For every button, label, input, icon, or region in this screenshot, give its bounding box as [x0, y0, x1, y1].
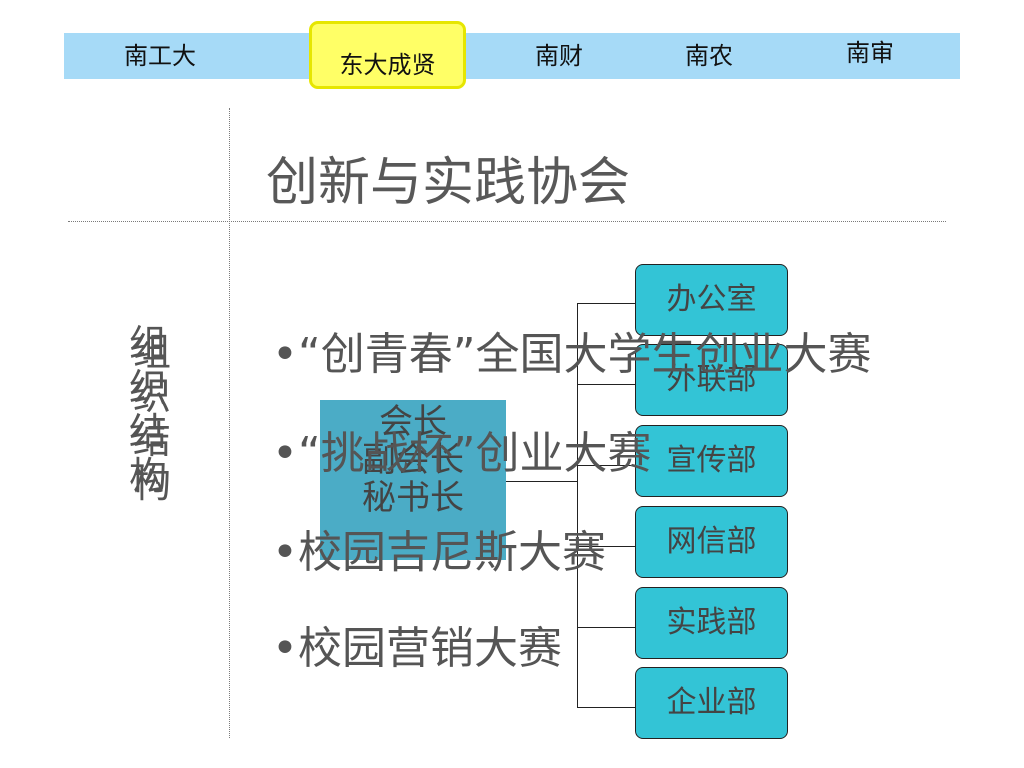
tab-nanshen[interactable]: 南审	[846, 39, 894, 67]
page-title: 创新与实践协会	[266, 153, 631, 213]
leadership-box	[320, 400, 506, 560]
tab-nancai[interactable]: 南财	[535, 42, 583, 70]
tab-dongda-chengxian[interactable]: 东大成贤	[309, 21, 466, 89]
leadership-titles: 会长 副会长 秘书长	[362, 402, 464, 518]
connector-branch	[577, 384, 635, 385]
connector-spine	[577, 303, 578, 707]
dept-network-info: 网信部	[635, 506, 788, 578]
bullet-item: •“挑战杯”创业大赛	[272, 428, 652, 479]
dept-publicity: 宣传部	[635, 425, 788, 497]
dept-external-relations: 外联部	[635, 344, 788, 416]
top-nav-bar: 南工大 东大成贤 南财 南农 南审	[64, 21, 960, 89]
bullet-item: •“创青春”全国大学生创业大赛	[272, 329, 872, 380]
connector-branch	[577, 546, 635, 547]
horizontal-divider	[68, 221, 946, 222]
connector-branch	[577, 303, 635, 304]
side-label-column-2: 组 织 结 构	[132, 330, 171, 506]
bullet-item: •校园吉尼斯大赛	[272, 527, 606, 578]
vertical-divider	[229, 108, 230, 738]
connector-branch	[577, 707, 635, 708]
connector-branch	[577, 465, 635, 466]
dept-enterprise: 企业部	[635, 667, 788, 739]
dept-office: 办公室	[635, 264, 788, 336]
connector-main	[506, 481, 578, 482]
dept-practice: 实践部	[635, 587, 788, 659]
connector-branch	[577, 627, 635, 628]
bullet-item: •校园营销大赛	[272, 623, 562, 674]
tab-nannong[interactable]: 南农	[685, 42, 733, 70]
side-label-column-1: 组 织 结 构	[128, 322, 167, 498]
tab-nangongda[interactable]: 南工大	[124, 42, 196, 70]
